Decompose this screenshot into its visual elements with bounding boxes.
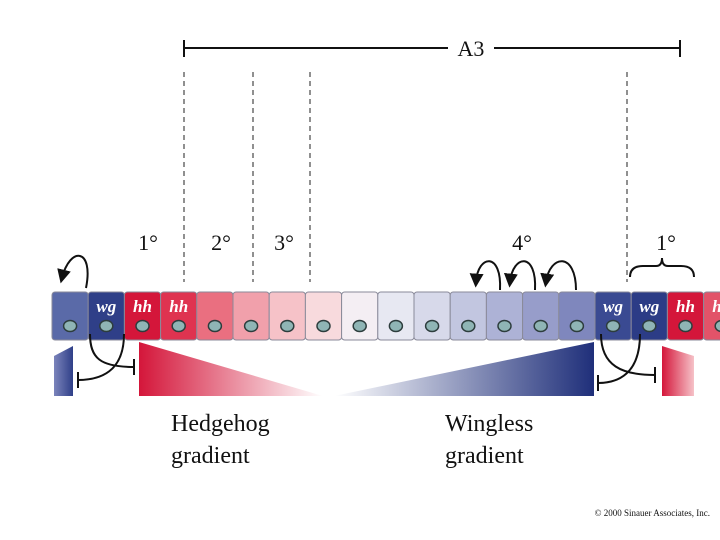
cell-nucleus	[388, 319, 404, 333]
hedgehog-gradient-wedge	[139, 342, 323, 396]
inhibition-arrow	[89, 333, 135, 368]
wingless-gradient-subtitle: gradient	[445, 443, 524, 469]
zone-label-2: 2°	[211, 230, 231, 255]
gene-label: hh	[712, 297, 720, 316]
cell-nucleus	[352, 319, 367, 333]
wingless-gradient-wedge	[334, 342, 594, 396]
cell	[522, 291, 560, 341]
cell-body	[485, 291, 524, 341]
cell-body	[232, 291, 270, 341]
cell: hh	[666, 291, 705, 341]
gene-label: wg	[96, 297, 116, 316]
cell: wg	[630, 291, 668, 341]
cell-body	[341, 291, 379, 341]
cell-body	[558, 291, 596, 341]
cell-nucleus	[642, 319, 657, 333]
cell-nucleus	[569, 319, 585, 333]
cell: wg	[87, 291, 125, 341]
cell-nucleus	[280, 319, 295, 333]
cell-body	[377, 291, 415, 341]
cell	[304, 291, 343, 341]
cell-nucleus	[316, 319, 331, 333]
cell	[232, 291, 270, 341]
hedgehog-gradient-title: Hedgehog	[171, 411, 270, 437]
cell-nucleus	[678, 319, 693, 333]
cell-row: wghhhhwgwghhhh	[51, 291, 720, 341]
cell-nucleus	[605, 319, 621, 333]
signal-arrow	[503, 260, 537, 291]
cell-body	[449, 291, 487, 341]
gene-label: hh	[133, 297, 152, 316]
cell-body	[304, 291, 343, 341]
cell-body	[51, 291, 89, 341]
cell	[51, 291, 89, 341]
signal-arrow	[57, 255, 89, 289]
cell	[268, 291, 306, 341]
cell-nucleus	[461, 319, 476, 333]
inhibition-arrow	[77, 333, 125, 381]
zone-boundaries	[183, 72, 628, 282]
zone-label-1: 1°	[138, 230, 158, 255]
cell-nucleus	[135, 319, 150, 333]
cell	[341, 291, 379, 341]
zone-labels: 1° 2° 3° 4° 1°	[138, 230, 676, 255]
cell: hh	[123, 291, 162, 341]
cell	[558, 291, 596, 341]
gradient-captions: Hedgehog gradient Wingless gradient	[171, 411, 533, 469]
cell-body	[522, 291, 560, 341]
gene-label: wg	[603, 297, 623, 316]
cell-nucleus	[99, 319, 114, 333]
inhibition-connectors	[77, 333, 656, 391]
copyright-notice: © 2000 Sinauer Associates, Inc.	[594, 508, 710, 518]
gene-label: wg	[639, 297, 659, 316]
cell-body	[196, 291, 234, 341]
cell: hh	[703, 291, 720, 341]
zone-brace	[629, 257, 695, 278]
cell-nucleus	[714, 319, 720, 333]
cell	[413, 291, 451, 341]
cell-body	[268, 291, 306, 341]
cell-nucleus	[533, 319, 548, 333]
wingless-gradient-title: Wingless	[445, 411, 533, 437]
segment-bracket: A3	[183, 36, 681, 61]
zone-label-5: 1°	[656, 230, 676, 255]
cell-body	[413, 291, 451, 341]
cell	[449, 291, 487, 341]
inhibition-arrow	[600, 333, 656, 376]
cell-nucleus	[243, 319, 259, 333]
cell	[485, 291, 524, 341]
cell	[196, 291, 234, 341]
cell-nucleus	[207, 319, 223, 333]
cell-nucleus	[62, 319, 78, 333]
zone-label-4: 4°	[512, 230, 532, 255]
signal-arrow	[469, 260, 502, 291]
edge-wg-wedge	[54, 346, 73, 396]
inhibition-arrow	[597, 333, 641, 384]
signal-arrow	[540, 260, 577, 291]
cell: wg	[594, 291, 632, 341]
gradient-wedges	[54, 342, 694, 396]
edge-hh-wedge	[662, 346, 694, 396]
zone-label-3: 3°	[274, 230, 294, 255]
cell-nucleus	[171, 319, 186, 333]
hedgehog-gradient-subtitle: gradient	[171, 443, 250, 469]
cell-nucleus	[497, 319, 512, 333]
gene-label: hh	[676, 297, 695, 316]
signal-arrows	[57, 255, 577, 291]
cell	[377, 291, 415, 341]
cell: hh	[160, 291, 198, 341]
gene-label: hh	[169, 297, 188, 316]
cell-nucleus	[424, 319, 440, 333]
segment-label: A3	[458, 36, 485, 61]
